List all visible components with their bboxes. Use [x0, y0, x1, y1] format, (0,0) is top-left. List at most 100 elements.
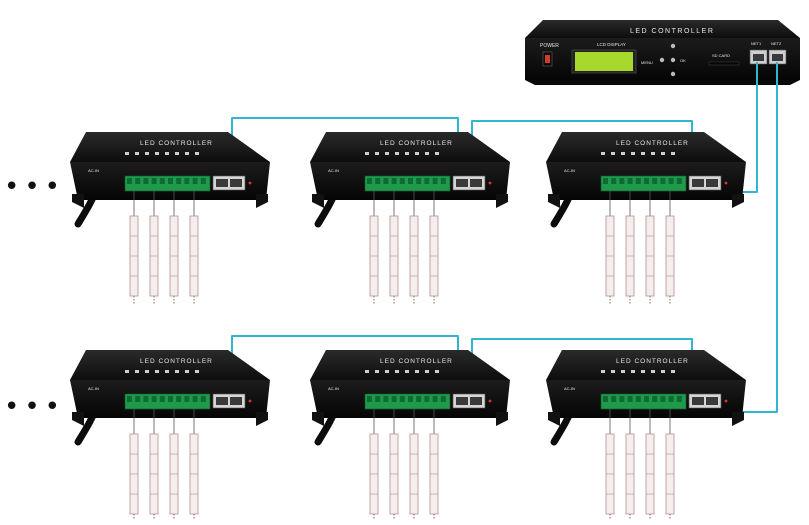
terminal-screw[interactable]	[619, 178, 625, 184]
terminal-screw[interactable]	[652, 178, 658, 184]
status-led	[135, 370, 139, 373]
terminal-screw[interactable]	[159, 178, 165, 184]
terminal-screw[interactable]	[676, 178, 682, 184]
terminal-screw[interactable]	[200, 396, 206, 402]
left-button[interactable]	[659, 57, 665, 63]
terminal-screw[interactable]	[432, 178, 438, 184]
status-led	[385, 370, 389, 373]
terminal-screw[interactable]	[635, 396, 641, 402]
terminal-screw[interactable]	[432, 396, 438, 402]
status-led	[611, 370, 615, 373]
ethernet-port-out[interactable]	[470, 397, 482, 405]
down-button[interactable]	[670, 71, 676, 77]
terminal-screw[interactable]	[367, 396, 372, 402]
terminal-screw[interactable]	[440, 396, 446, 402]
ethernet-port-in[interactable]	[456, 179, 468, 187]
ethernet-port-out[interactable]	[706, 179, 718, 187]
status-led	[125, 152, 129, 155]
ok-button[interactable]	[670, 57, 676, 63]
status-led	[145, 370, 149, 373]
ethernet-port-out[interactable]	[706, 397, 718, 405]
up-button[interactable]	[670, 43, 676, 49]
terminal-screw[interactable]	[383, 178, 389, 184]
terminal-screw[interactable]	[668, 178, 674, 184]
terminal-screw[interactable]	[668, 396, 674, 402]
status-led	[631, 370, 635, 373]
terminal-screw[interactable]	[424, 178, 430, 184]
master-controller: LED CONTROLLER POWER LCD DISPLAY MENU OK…	[525, 20, 800, 85]
terminal-screw[interactable]	[635, 178, 641, 184]
terminal-screw[interactable]	[644, 178, 649, 184]
sd-card-slot[interactable]	[708, 61, 740, 66]
terminal-screw[interactable]	[192, 178, 198, 184]
terminal-screw[interactable]	[408, 178, 413, 184]
terminal-screw[interactable]	[391, 396, 397, 402]
status-led	[435, 152, 439, 155]
terminal-screw[interactable]	[416, 396, 422, 402]
status-led	[395, 152, 399, 155]
slave-title: LED CONTROLLER	[616, 140, 689, 147]
terminal-screw[interactable]	[652, 396, 658, 402]
ethernet-port-in[interactable]	[456, 397, 468, 405]
terminal-screw[interactable]	[627, 396, 633, 402]
terminal-screw[interactable]	[611, 396, 617, 402]
terminal-screw[interactable]	[383, 396, 389, 402]
terminal-screw[interactable]	[660, 178, 666, 184]
ethernet-port-out[interactable]	[230, 397, 242, 405]
terminal-screw[interactable]	[399, 396, 405, 402]
mounting-flange-right	[256, 412, 268, 426]
terminal-screw[interactable]	[151, 178, 157, 184]
terminal-screw[interactable]	[200, 178, 206, 184]
status-led	[425, 152, 429, 155]
terminal-screw[interactable]	[660, 396, 666, 402]
terminal-screw[interactable]	[367, 178, 372, 184]
status-led	[671, 370, 675, 373]
status-led	[601, 370, 605, 373]
ethernet-port-in[interactable]	[692, 397, 704, 405]
status-indicator	[488, 399, 492, 403]
status-led	[125, 370, 129, 373]
terminal-screw[interactable]	[127, 396, 132, 402]
terminal-screw[interactable]	[408, 396, 413, 402]
status-led	[175, 152, 179, 155]
terminal-screw[interactable]	[192, 396, 198, 402]
terminal-screw[interactable]	[184, 178, 190, 184]
terminal-screw[interactable]	[619, 396, 625, 402]
terminal-screw[interactable]	[151, 396, 157, 402]
terminal-screw[interactable]	[184, 396, 190, 402]
terminal-screw[interactable]	[399, 178, 405, 184]
terminal-screw[interactable]	[143, 178, 149, 184]
terminal-screw[interactable]	[676, 396, 682, 402]
terminal-screw[interactable]	[135, 396, 141, 402]
mounting-flange-left	[312, 194, 324, 208]
terminal-screw[interactable]	[603, 396, 608, 402]
terminal-screw[interactable]	[627, 178, 633, 184]
ac-in-label: AC-IN	[328, 386, 339, 391]
terminal-screw[interactable]	[176, 396, 182, 402]
terminal-screw[interactable]	[168, 396, 173, 402]
ethernet-port-out[interactable]	[230, 179, 242, 187]
terminal-screw[interactable]	[391, 178, 397, 184]
ethernet-port-in[interactable]	[216, 397, 228, 405]
terminal-screw[interactable]	[143, 396, 149, 402]
terminal-screw[interactable]	[611, 178, 617, 184]
terminal-screw[interactable]	[424, 396, 430, 402]
terminal-screw[interactable]	[644, 396, 649, 402]
ethernet-port-in[interactable]	[216, 179, 228, 187]
ethernet-port-in[interactable]	[692, 179, 704, 187]
status-led	[435, 370, 439, 373]
terminal-screw[interactable]	[416, 178, 422, 184]
terminal-screw[interactable]	[603, 178, 608, 184]
terminal-screw[interactable]	[375, 178, 381, 184]
controller-top-face	[546, 132, 746, 162]
terminal-screw[interactable]	[159, 396, 165, 402]
slave-title: LED CONTROLLER	[616, 358, 689, 365]
terminal-screw[interactable]	[168, 178, 173, 184]
terminal-screw[interactable]	[176, 178, 182, 184]
terminal-screw[interactable]	[127, 178, 132, 184]
terminal-screw[interactable]	[440, 178, 446, 184]
terminal-screw[interactable]	[135, 178, 141, 184]
master-net2-label: NET2	[771, 41, 782, 46]
ethernet-port-out[interactable]	[470, 179, 482, 187]
terminal-screw[interactable]	[375, 396, 381, 402]
